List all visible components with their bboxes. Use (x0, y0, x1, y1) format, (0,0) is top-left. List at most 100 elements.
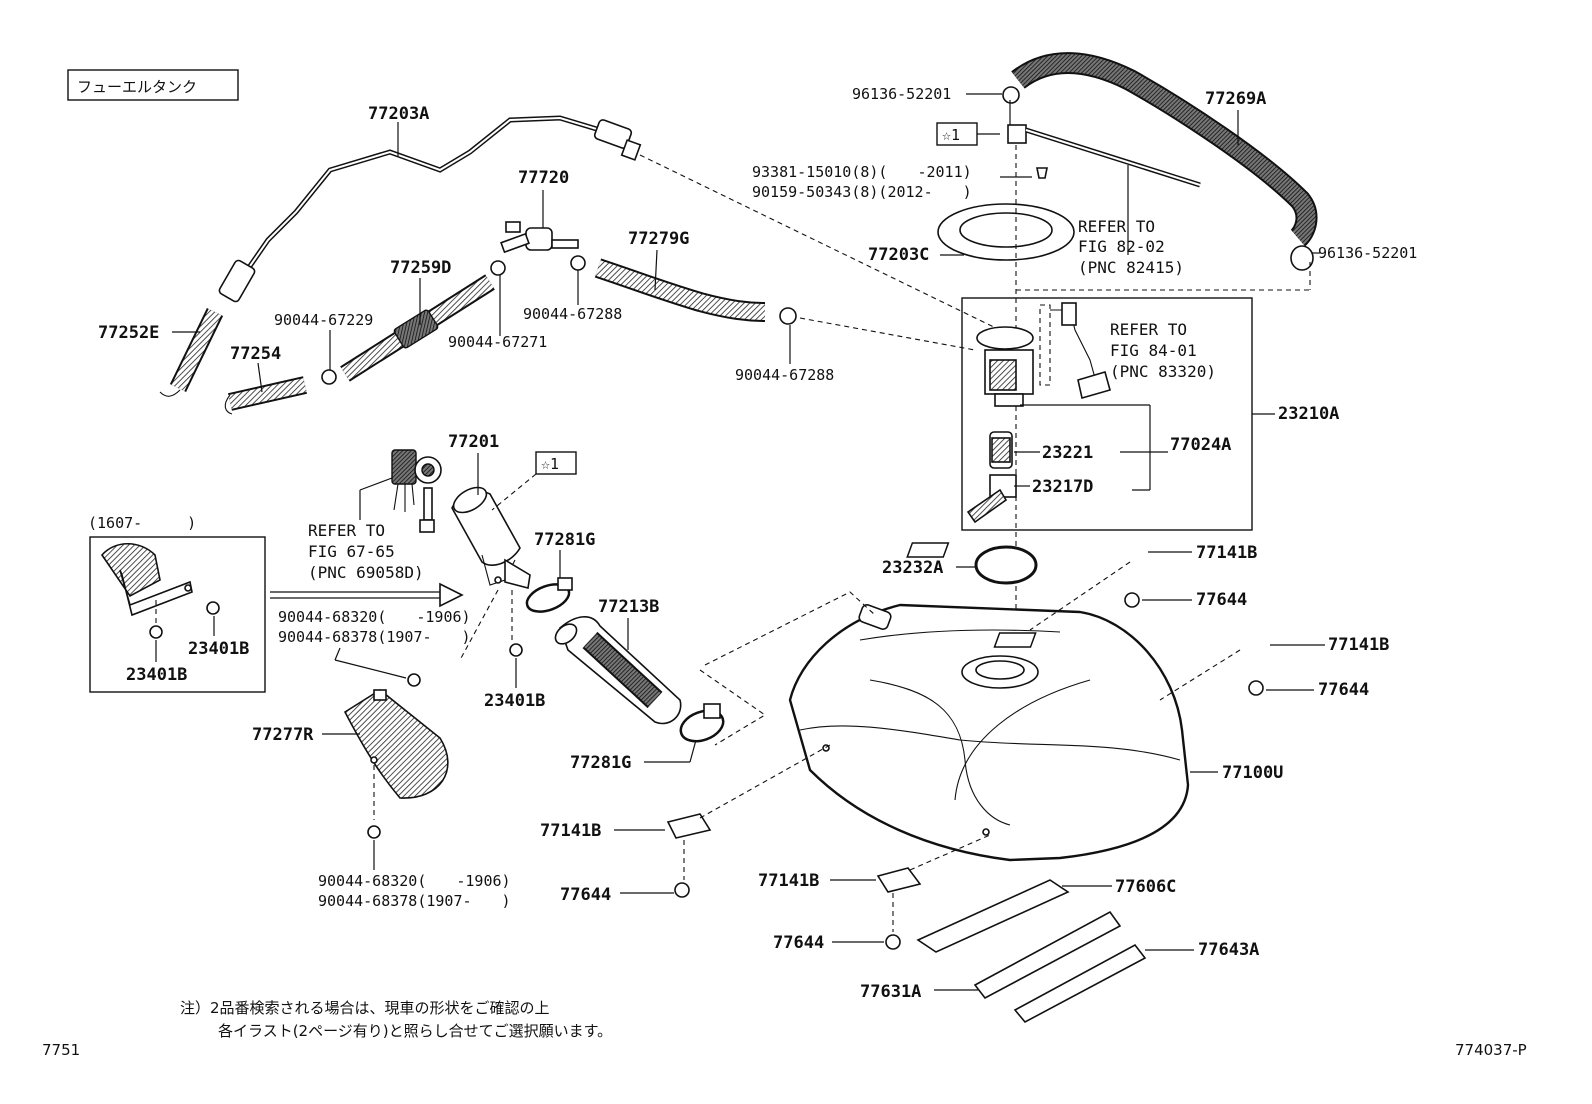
label-90044-68378-mid: 90044-68378(1907- ) (278, 628, 471, 646)
pad-77141B-2 (993, 632, 1037, 648)
label-77201: 77201 (448, 432, 499, 452)
fuel-line-connector (218, 119, 642, 303)
svg-text:(PNC 82415): (PNC 82415) (1078, 258, 1184, 277)
label-77100U: 77100U (1222, 763, 1283, 783)
label-77644-1: 77644 (1196, 590, 1247, 610)
title-label: フューエルタンク (77, 78, 197, 96)
label-77279G: 77279G (628, 229, 689, 249)
pad-77141B-1 (906, 542, 950, 558)
label-77141B-3: 77141B (540, 821, 601, 841)
fuel-tank-77100U (788, 603, 1190, 862)
label-77269A: 77269A (1205, 89, 1266, 109)
label-77720: 77720 (518, 168, 569, 188)
clip-90044-67271 (490, 260, 506, 276)
label-96136-52201-lower: 96136-52201 (1318, 244, 1417, 262)
refer-fig-84-01: REFER TO FIG 84-01 (PNC 83320) (1110, 320, 1216, 381)
svg-text:REFER TO: REFER TO (308, 521, 385, 540)
reference-code: 774037-P (1455, 1041, 1527, 1059)
label-77141B-2: 77141B (1328, 635, 1389, 655)
label-77644-3: 77644 (560, 885, 611, 905)
star-label-upper: ☆1 (942, 126, 960, 144)
svg-text:FIG 82-02: FIG 82-02 (1078, 237, 1165, 256)
plate-77203C (937, 203, 1075, 261)
gasket-23232A (974, 545, 1038, 585)
refer-fig-67-65: REFER TO FIG 67-65 (PNC 69058D) (308, 521, 424, 582)
clamp-77281G-lower (679, 703, 725, 743)
inset-bracket (100, 543, 193, 617)
strip-77643A (1013, 943, 1147, 1024)
label-90044-67271: 90044-67271 (448, 333, 547, 351)
figure-number: 7751 (42, 1041, 80, 1059)
star-box-lower (535, 451, 577, 475)
bolt-77644-2 (1248, 680, 1264, 696)
bolt-23401B-center (509, 643, 523, 657)
vent-fitting (1007, 124, 1027, 144)
label-90044-68320-low: 90044-68320( -1906) (318, 872, 511, 890)
clamp-77281G-upper (525, 577, 573, 613)
inset-box-1607 (89, 536, 266, 693)
label-77254: 77254 (230, 344, 281, 364)
label-77024A: 77024A (1170, 435, 1231, 455)
label-90044-68320-mid: 90044-68320( -1906) (278, 608, 471, 626)
label-90044-67288-lower: 90044-67288 (735, 366, 834, 384)
filler-neck-77201 (451, 486, 531, 589)
label-23401B-inset-left: 23401B (126, 665, 187, 685)
clip-96136-52201-upper (1002, 86, 1020, 104)
label-23401B-center: 23401B (484, 691, 545, 711)
svg-text:REFER TO: REFER TO (1110, 320, 1187, 339)
clip-90044-67229 (321, 369, 337, 385)
bolt-93381 (1036, 167, 1048, 179)
clip-96136-52201-lower (1290, 245, 1314, 271)
bolt-77644-3 (674, 882, 690, 898)
bolt-23401B-inset-right (206, 601, 220, 615)
label-77203C: 77203C (868, 245, 929, 265)
bolt-77644-4 (885, 934, 901, 950)
label-77644-4: 77644 (773, 933, 824, 953)
filter-23217D (966, 474, 1017, 524)
hose-77213B (554, 616, 682, 725)
label-77281G-lower: 77281G (570, 753, 631, 773)
star-label-lower: ☆1 (541, 455, 559, 473)
label-77213B: 77213B (598, 597, 659, 617)
label-90044-67288-upper: 90044-67288 (523, 305, 622, 323)
label-23210A: 23210A (1278, 404, 1339, 424)
clip-90044-67288-upper (570, 255, 586, 271)
label-90044-68378-low: 90044-68378(1907- ) (318, 892, 511, 910)
valve-77720 (500, 221, 579, 254)
label-77141B-1: 77141B (1196, 543, 1257, 563)
sender-float (1077, 371, 1111, 400)
label-77644-2: 77644 (1318, 680, 1369, 700)
fuel-pump-module (976, 326, 1034, 407)
inset-arrow (270, 582, 464, 608)
fuel-lid-lock (391, 449, 442, 533)
pad-77141B-4 (876, 867, 922, 893)
svg-text:REFER TO: REFER TO (1078, 217, 1155, 236)
pad-77141B-3 (666, 813, 712, 839)
bolt-90044-68320-mid (407, 673, 421, 687)
label-90044-67229: 90044-67229 (274, 311, 373, 329)
label-23221: 23221 (1042, 443, 1093, 463)
svg-text:FIG 67-65: FIG 67-65 (308, 542, 395, 561)
label-23232A: 23232A (882, 558, 943, 578)
title-box (67, 69, 239, 101)
label-date-range: (1607- ) (88, 514, 196, 532)
label-77259D: 77259D (390, 258, 451, 278)
label-77141B-4: 77141B (758, 871, 819, 891)
svg-text:(PNC 83320): (PNC 83320) (1110, 362, 1216, 381)
note-line-1: 注）2品番検索される場合は、現車の形状をご確認の上 (180, 999, 550, 1017)
bolt-23401B-inset-left (149, 625, 163, 639)
bolt-90044-68320-low (367, 825, 381, 839)
strip-77606C (916, 879, 1070, 953)
label-77277R: 77277R (252, 725, 314, 745)
label-77643A: 77643A (1198, 940, 1259, 960)
svg-text:(PNC 69058D): (PNC 69058D) (308, 563, 424, 582)
label-77252E: 77252E (98, 323, 159, 343)
protector-77277R (343, 689, 449, 799)
clip-90044-67288-lower (779, 307, 797, 325)
strip-77631A (973, 910, 1122, 1000)
label-23217D: 23217D (1032, 477, 1093, 497)
label-77203A: 77203A (368, 104, 429, 124)
label-77631A: 77631A (860, 982, 921, 1002)
